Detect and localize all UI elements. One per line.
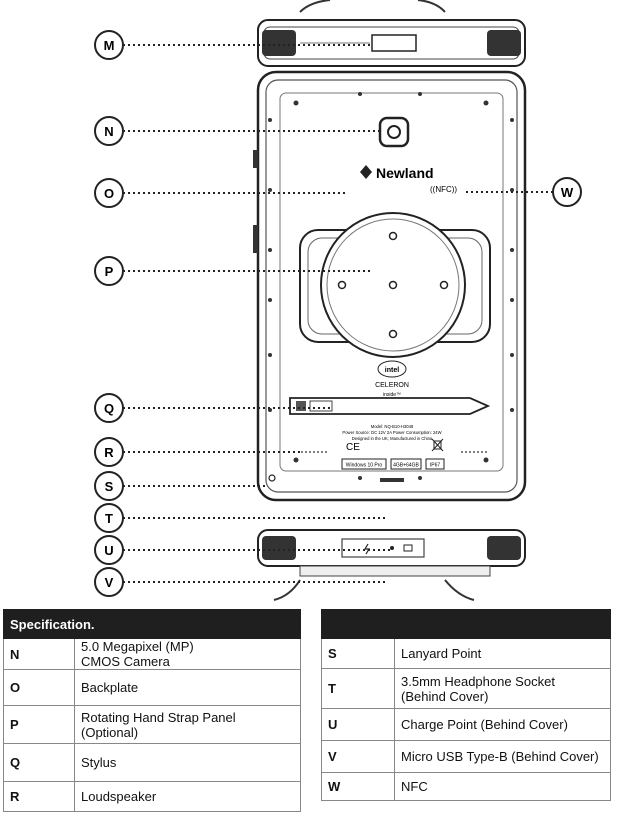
svg-text:R: R: [104, 445, 114, 460]
spec-value: Charge Point (Behind Cover): [394, 708, 611, 741]
spec-key: Q: [3, 743, 75, 782]
svg-text:W: W: [561, 185, 574, 200]
spec-key: S: [321, 638, 395, 669]
spec-value: Lanyard Point: [394, 638, 611, 669]
svg-text:V: V: [105, 575, 114, 590]
table-row: U Charge Point (Behind Cover): [321, 708, 611, 741]
svg-text:U: U: [104, 543, 113, 558]
spec-value: 3.5mm Headphone Socket(Behind Cover): [394, 668, 611, 709]
spec-table-right: S Lanyard Point T 3.5mm Headphone Socket…: [321, 609, 611, 801]
callout-w: W: [552, 177, 582, 207]
table-row: N 5.0 Megapixel (MP)CMOS Camera: [3, 638, 301, 670]
callout-s: S: [94, 471, 124, 501]
table-row: T 3.5mm Headphone Socket(Behind Cover): [321, 668, 611, 709]
table-row: R Loudspeaker: [3, 781, 301, 812]
bottom-edge-view: [257, 529, 526, 601]
svg-text:P: P: [105, 264, 114, 279]
callout-leaders: [123, 44, 554, 583]
spec-value: Loudspeaker: [74, 781, 301, 812]
spec-key: N: [3, 638, 75, 670]
spec-value: Stylus: [74, 743, 301, 782]
svg-text:T: T: [105, 511, 113, 526]
callout-m: M: [94, 30, 124, 60]
spec-value: Backplate: [74, 669, 301, 706]
spec-key: W: [321, 772, 395, 801]
callout-o: O: [94, 178, 124, 208]
cpu-label: CELERON: [375, 382, 409, 389]
spec-table-left: Specification. N 5.0 Megapixel (MP)CMOS …: [3, 609, 301, 812]
table-row: V Micro USB Type-B (Behind Cover): [321, 740, 611, 773]
spec-value: NFC: [394, 772, 611, 801]
spec-key: U: [321, 708, 395, 741]
callout-v: V: [94, 567, 124, 597]
spec-key: V: [321, 740, 395, 773]
nfc-mark: ((NFC)): [430, 185, 457, 194]
weee-bin-icon: [431, 438, 444, 452]
callout-u: U: [94, 535, 124, 565]
memory-label: 4GB+64GB: [393, 463, 419, 469]
svg-text:N: N: [104, 124, 113, 139]
svg-text:O: O: [104, 186, 114, 201]
table-row: S Lanyard Point: [321, 638, 611, 669]
svg-text:Q: Q: [104, 401, 114, 416]
callout-r: R: [94, 437, 124, 467]
callout-q: Q: [94, 393, 124, 423]
table-row: O Backplate: [3, 669, 301, 706]
model-line: Model: NQ-B10-H3048: [371, 424, 414, 429]
table-row: W NFC: [321, 772, 611, 801]
tablet-back-view: Newland ((NFC)) intel CELERON inside™ Mo…: [253, 70, 527, 502]
spec-key: P: [3, 705, 75, 744]
callout-t: T: [94, 503, 124, 533]
spec-key: O: [3, 669, 75, 706]
tablet-diagram: Newland ((NFC)) intel CELERON inside™ Mo…: [94, 0, 582, 601]
spec-table-header: [321, 609, 611, 639]
spec-value: 5.0 Megapixel (MP)CMOS Camera: [74, 638, 301, 670]
spec-value: Micro USB Type-B (Behind Cover): [394, 740, 611, 773]
table-row: Q Stylus: [3, 743, 301, 782]
design-line: Designed in the UK, Manufactured in Chin…: [352, 436, 433, 441]
top-edge-view: [257, 0, 526, 67]
spec-value: Rotating Hand Strap Panel(Optional): [74, 705, 301, 744]
brand-logo-text: Newland: [376, 165, 434, 181]
os-label: Windows 10 Pro: [346, 463, 383, 469]
ce-mark: CE: [346, 442, 360, 453]
callout-n: N: [94, 116, 124, 146]
intel-logo-text: intel: [385, 367, 399, 374]
svg-text:S: S: [105, 479, 114, 494]
ip-label: IP67: [430, 463, 441, 469]
power-line: Power Source: DC 12V 2A Power Consumptio…: [342, 430, 441, 435]
callout-p: P: [94, 256, 124, 286]
table-row: P Rotating Hand Strap Panel(Optional): [3, 705, 301, 744]
spec-key: T: [321, 668, 395, 709]
inside-label: inside™: [383, 392, 401, 398]
svg-text:M: M: [104, 38, 115, 53]
spec-table-header: Specification.: [3, 609, 301, 639]
spec-key: R: [3, 781, 75, 812]
